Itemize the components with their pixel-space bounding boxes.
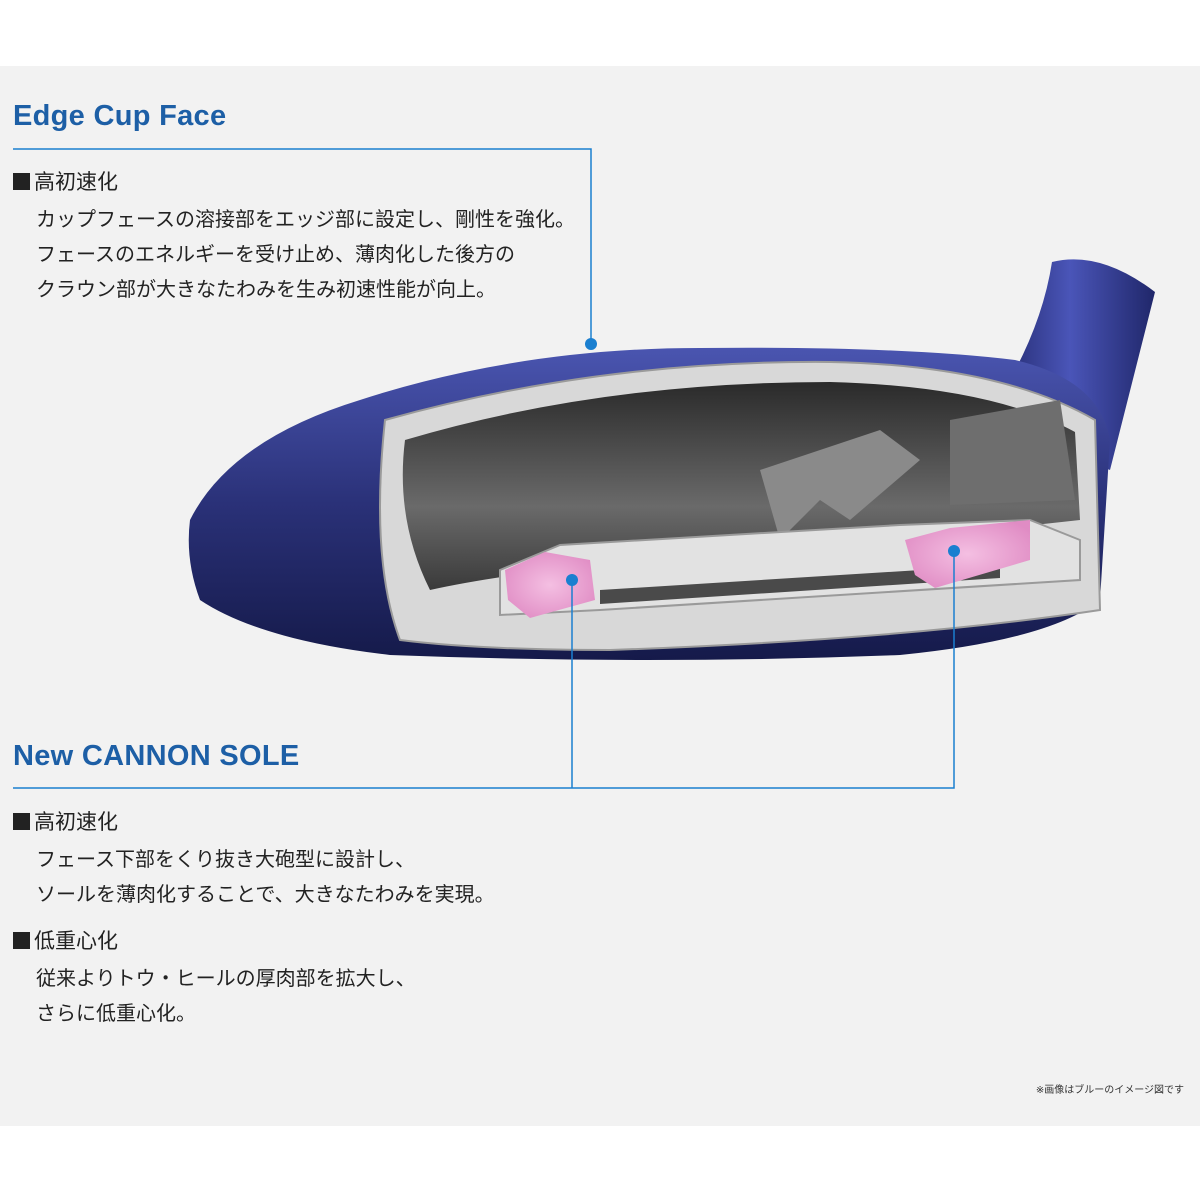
heel-callout-dot (948, 545, 960, 557)
image-footnote: ※画像はブルーのイメージ図です (1035, 1085, 1184, 1096)
cannon-sole-subheading-1: 高初速化 (13, 806, 118, 836)
cannon-sole-line-2: ソールを薄肉化することで、大きなたわみを実現。 (36, 882, 495, 906)
edge-cup-callout-line (13, 148, 592, 343)
toe-callout-dot (566, 574, 578, 586)
edge-cup-line-2: フェースのエネルギーを受け止め、薄肉化した後方の (36, 242, 515, 266)
cannon-sole-line-3: 従来よりトウ・ヒールの厚肉部を拡大し、 (36, 966, 416, 990)
cannon-sole-subheading-2: 低重心化 (13, 925, 118, 955)
cannon-sole-heel-thick-section (905, 520, 1030, 588)
edge-cup-callout-dot (585, 338, 597, 350)
edge-cup-line-1: カップフェースの溶接部をエッジ部に設定し、剛性を強化。 (36, 207, 575, 231)
cannon-sole-callout-line (13, 551, 955, 789)
bullet-square-icon (13, 932, 30, 949)
edge-cup-subheading: 高初速化 (13, 166, 118, 196)
cannon-sole-title: New CANNON SOLE (13, 740, 300, 772)
edge-cup-title: Edge Cup Face (13, 100, 227, 132)
cannon-sole-line-1: フェース下部をくり抜き大砲型に設計し、 (36, 847, 415, 871)
edge-cup-line-3: クラウン部が大きなたわみを生み初速性能が向上。 (36, 277, 496, 301)
inner-cavity (402, 382, 1080, 590)
internal-ribs (760, 430, 920, 540)
bullet-square-icon (13, 813, 30, 830)
bullet-square-icon (13, 173, 30, 190)
cannon-sole-line-4: さらに低重心化。 (36, 1001, 196, 1025)
